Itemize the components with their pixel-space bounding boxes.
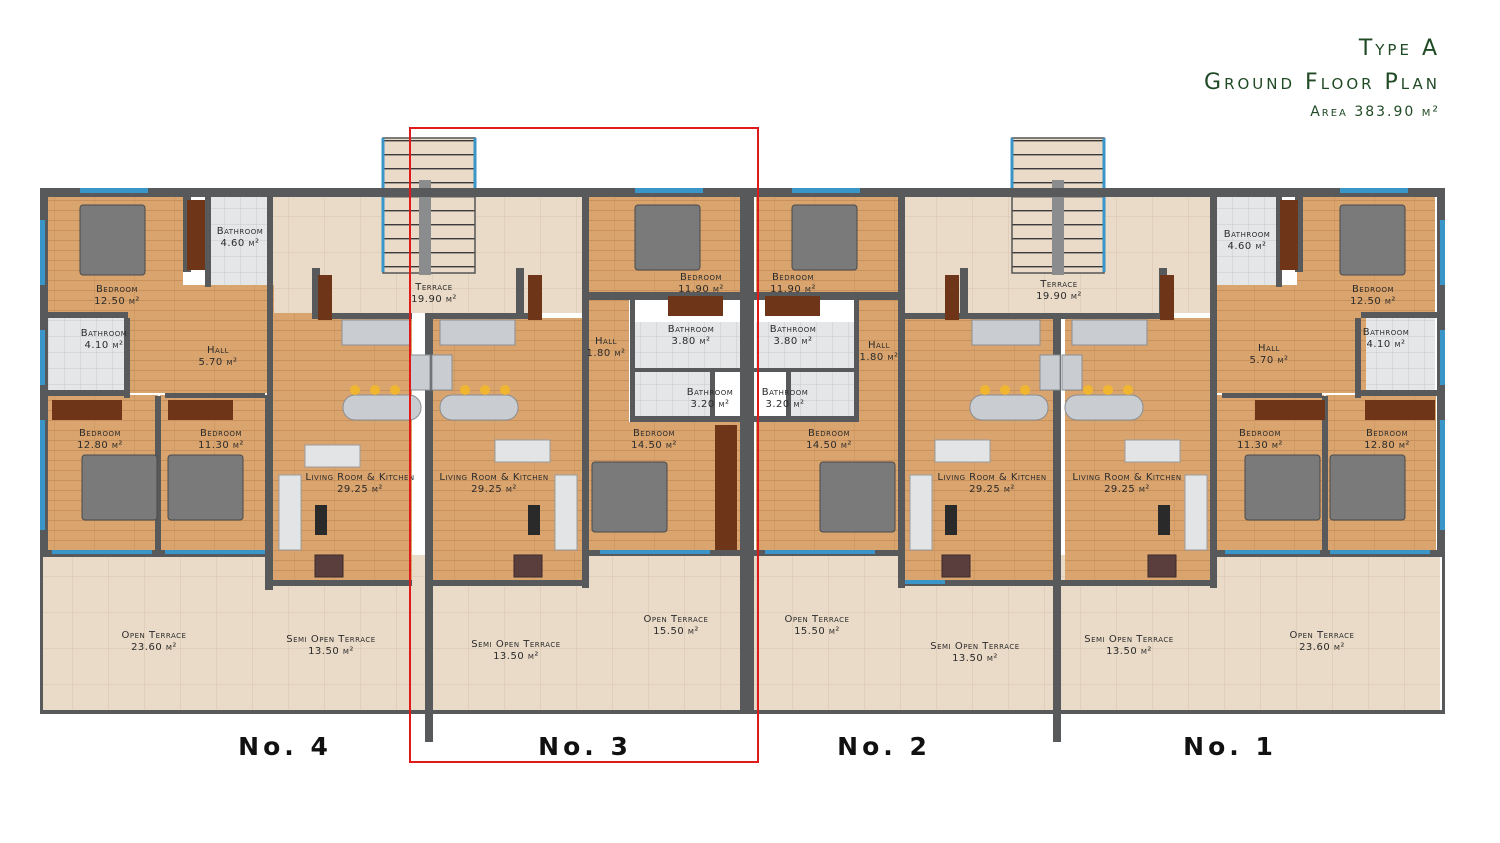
party-wall-extensions [425, 700, 1061, 742]
windows-layer [40, 188, 1445, 584]
wardrobes-layer [52, 200, 1435, 550]
stair-left-rail [419, 180, 431, 275]
stair-right-rail [1052, 180, 1064, 275]
unit-label-no2: No. 2 [837, 732, 931, 761]
plan-title: Ground Floor Plan [1204, 70, 1440, 95]
unit-label-no3: No. 3 [538, 732, 632, 761]
unit-label-no1: No. 1 [1183, 732, 1277, 761]
stairs-layer [381, 137, 1106, 275]
unit-label-no4: No. 4 [238, 732, 332, 761]
plan-type-title: Type A [1358, 36, 1440, 61]
plan-area: Area 383.90 m² [1310, 104, 1440, 120]
selected-unit-highlight [409, 127, 759, 763]
furniture-layer [79, 204, 1406, 578]
